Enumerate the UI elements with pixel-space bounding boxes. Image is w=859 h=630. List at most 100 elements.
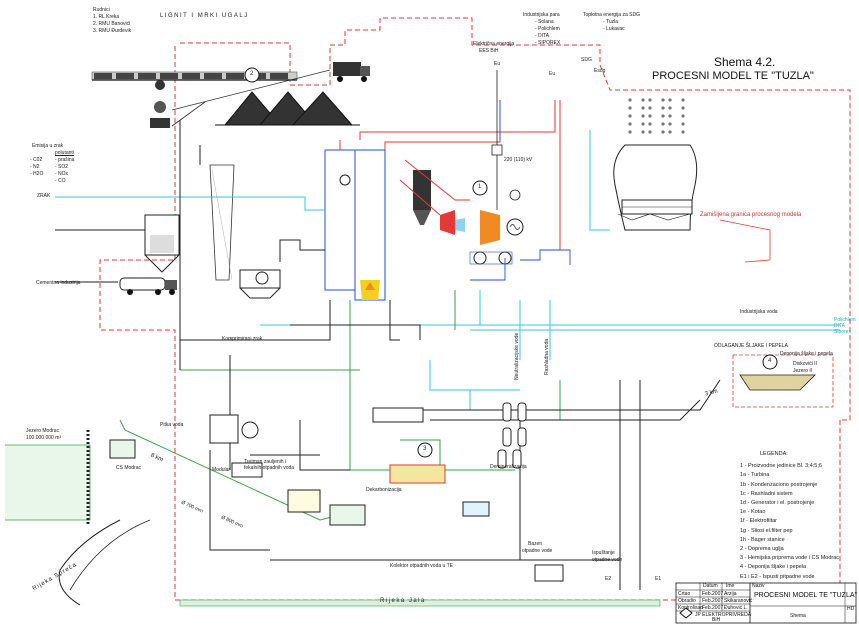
heat-label-1: - Tuzla	[603, 19, 619, 25]
water-lines-cyan	[55, 130, 840, 410]
voltage-label: 220 (110) kV	[504, 157, 533, 163]
cooling-water-label: Rashladna voda	[544, 338, 550, 375]
compressed-air-label: Komprimirani zrak	[222, 336, 263, 342]
legend-header: LEGENDA:	[760, 451, 788, 457]
emission-l2: - H2O	[30, 171, 44, 177]
river-jala-label: Rijeka Jala	[380, 598, 426, 604]
flue-gas-lines-black	[55, 120, 721, 590]
e2-label: E2	[605, 576, 612, 582]
right-output-2: Siporex	[834, 329, 851, 335]
bazen-1: otpadne vode	[522, 548, 553, 554]
legend-item: 1g - Silosi el.filter pep	[740, 527, 793, 534]
legend-item: 2 - Doprema uglja	[740, 546, 784, 553]
ispustanje-1: otpadne vode	[592, 557, 623, 563]
emission-l0: - C02	[30, 157, 43, 163]
electric-line	[491, 70, 521, 210]
tb-row-0-2: Arzija	[724, 591, 737, 597]
emission-r1: - SO2	[55, 164, 69, 170]
river-jala	[179, 599, 661, 607]
heat-label-0: Toplotna energija za SDG	[583, 12, 640, 18]
tb-name: PROCESNI MODEL TE "TUZLA"	[754, 592, 857, 599]
coal-piles	[215, 91, 360, 126]
eu-label: Eu	[494, 61, 501, 67]
deponija-1: Divkovići II	[793, 361, 817, 367]
ash-silo	[144, 214, 180, 273]
sdg-label: SDG	[581, 57, 592, 63]
turbine	[440, 210, 524, 245]
electricity-label-2: EES BiH	[479, 48, 499, 54]
mine-3: 3. RMU Đurđevik	[93, 28, 132, 34]
legend-item: 1 - Proizvodne jedinice Bl. 3;4;5;6	[740, 463, 822, 470]
right-output-0: Polichlem	[834, 317, 856, 323]
unit-1-circle	[472, 180, 488, 196]
cooling-tower-plume	[628, 98, 685, 134]
steam-label-0: Industrijska para	[523, 12, 560, 18]
cs-modrac-label: CS Modrac	[116, 465, 142, 471]
steam-label-2: - Polichlem	[535, 26, 560, 32]
esdg-label: Esdg	[594, 68, 606, 74]
tb-row-1-0: Obradio	[678, 598, 696, 604]
legend-item: 1d - Generator i el. postrojenje	[740, 500, 815, 507]
cement-label: Cementna industrija	[36, 280, 81, 286]
tb-company-0: JP ELEKTROPRIVREDA	[695, 612, 752, 618]
cooling-tower	[613, 144, 698, 231]
tb-shema: Shema	[790, 613, 806, 619]
emissions-sub: polutanti	[55, 150, 74, 156]
legend: LEGENDA: 1 - Proizvodne jedinice Bl. 3;4…	[740, 450, 852, 582]
tb-hd: HD	[847, 606, 855, 612]
unit-1-number: 1	[478, 184, 482, 190]
legend-item: 1e - Kotao	[740, 509, 766, 516]
water-treatment	[209, 402, 564, 582]
treatment-1: fekalnih otpadnih voda	[244, 465, 295, 471]
legend-items: 1 - Proizvodne jedinice Bl. 3;4;5;6 1a - …	[740, 462, 852, 582]
diagram-title-line1: Shema 4.2.	[714, 55, 776, 69]
steam-label-1: - Solana	[535, 19, 554, 25]
unit-3-number: 3	[423, 446, 427, 452]
heat-label-2: - Lukavac	[603, 26, 625, 32]
legend-item: 1h - Bager stanice	[740, 536, 785, 543]
kolektor-label: Kolektor otpadnih voda u TE	[390, 563, 454, 569]
tb-col-ime: Ime	[726, 583, 735, 589]
coal-label: LIGNIT I MRKI UGALJ	[160, 13, 249, 19]
blue-lines	[470, 100, 571, 281]
legend-item: E1 i E2 - Ispusti pitpadne vode	[740, 573, 815, 580]
pitka-voda-label: Pitka voda	[160, 422, 184, 428]
ispustanje-0: Ispuštanje	[592, 550, 615, 556]
tb-col-naziv: Naziv	[752, 583, 765, 589]
treatment-0: Tretman zauljenih i	[244, 459, 287, 465]
tb-col-datum: Datum	[703, 583, 718, 589]
tb-row-0-1: Feb.2007	[702, 591, 724, 597]
jezero-modrac-1: 100.000.000 m³	[26, 435, 62, 441]
emission-r0: - prašina	[55, 157, 75, 163]
tb-row-0-0: Crtao	[678, 591, 691, 597]
wagon-dumper	[150, 80, 170, 128]
neutral-water-label: Neutralizacijske vode	[514, 332, 520, 380]
legend-item: 4 - Deponija šljake i pepela	[740, 564, 807, 571]
deponija-0: Deponija šljake i pepela	[780, 351, 833, 357]
diagram-title-line2: PROCESNI MODEL TE "TUZLA"	[652, 70, 814, 82]
coal-conveyor	[171, 69, 331, 111]
deponija-2: Jezero II	[793, 368, 813, 374]
dekarb-label: Dekarbonizacija	[366, 487, 402, 493]
boundary-label: Zamišljena granica procesnog modela	[700, 212, 802, 218]
lake-modrac	[5, 430, 151, 606]
condensers	[469, 251, 513, 265]
tb-row-1-1: Feb.2007	[702, 598, 724, 604]
eu2-label: Eu	[549, 71, 556, 77]
tb-row-2-1: Feb.2007	[702, 605, 724, 611]
emission-r3: - CO	[55, 178, 66, 184]
legend-item: 3 - Hemijska priprema vode i CS Modrac	[740, 555, 840, 562]
slag-disposal	[732, 354, 834, 408]
modular-label: Modular	[212, 467, 231, 473]
e1-label: E1	[655, 576, 662, 582]
air-label: ZRAK	[37, 193, 51, 199]
industrial-water-label: Industrijska voda	[740, 309, 778, 315]
legend-item: 1a - Turbina	[740, 472, 770, 479]
legend-item: 1f - Elektrofiltar	[740, 518, 777, 525]
unit-2-circle	[244, 67, 260, 83]
jezero-modrac-0: Jezero Modrac	[26, 428, 60, 434]
steam-label-4: - SIPOREX	[535, 40, 561, 46]
right-output-1: DITA	[834, 323, 846, 329]
tb-row-1-2: Skikaranović	[724, 598, 753, 604]
